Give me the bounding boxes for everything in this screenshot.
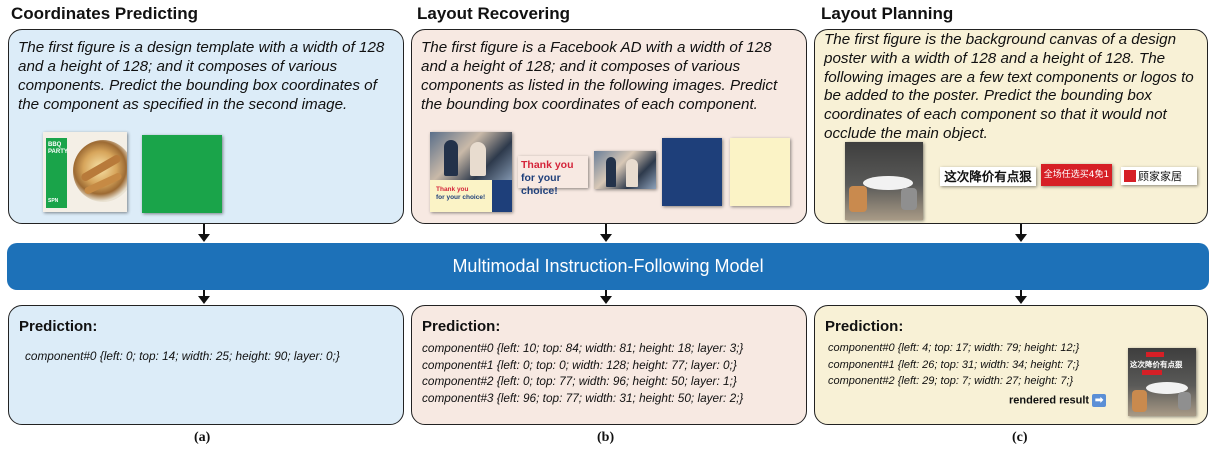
panel-a-input-box: The first figure is a design template wi… bbox=[8, 29, 404, 224]
rendered-logo-mark bbox=[1146, 352, 1164, 357]
panel-a-prediction-title: Prediction: bbox=[19, 318, 98, 335]
green-component-image bbox=[142, 135, 222, 213]
rendered-table-top bbox=[1146, 382, 1188, 394]
component-text-line-1: Thank you bbox=[521, 159, 574, 171]
panel-b-title: Layout Recovering bbox=[417, 4, 571, 23]
text-component-2-image: 全场任选买4免1 bbox=[1041, 164, 1112, 186]
green-side-strip: BBQ PARTY SPN bbox=[46, 138, 68, 208]
panel-c-sublabel: (c) bbox=[1012, 430, 1028, 445]
logo-component-image: 顾家家居 bbox=[1121, 167, 1197, 185]
bbq-template-image: BBQ PARTY SPN bbox=[43, 132, 127, 212]
rendered-result-image: 这次降价有点狠 bbox=[1128, 348, 1196, 416]
cream-component-image bbox=[730, 138, 790, 206]
rendered-chair-right bbox=[1178, 392, 1191, 410]
text-component-1-image: 这次降价有点狠 bbox=[940, 167, 1036, 186]
panel-b-prediction-lines: component#0 {left: 10; top: 84; width: 8… bbox=[422, 340, 743, 406]
chair-right bbox=[901, 188, 917, 210]
panel-b-sublabel: (b) bbox=[597, 430, 615, 445]
ad-text-line-1: Thank you bbox=[436, 186, 469, 193]
ad-text-line-2: for your choice! bbox=[436, 194, 486, 201]
prediction-line: component#2 {left: 0; top: 77; width: 96… bbox=[422, 374, 737, 388]
bbq-footer-text: SPN bbox=[48, 198, 59, 204]
photo-person-2 bbox=[626, 159, 638, 187]
ad-person-2 bbox=[470, 142, 486, 176]
model-label: Multimodal Instruction-Following Model bbox=[452, 256, 764, 276]
panel-a-sublabel: (a) bbox=[194, 430, 211, 445]
prediction-line: component#0 {left: 4; top: 17; width: 79… bbox=[828, 342, 1080, 354]
prediction-line: component#1 {left: 0; top: 0; width: 128… bbox=[422, 357, 737, 372]
prediction-line: component#0 {left: 10; top: 84; width: 8… bbox=[422, 341, 744, 355]
panel-a-prompt: The first figure is a design template wi… bbox=[18, 39, 385, 113]
panel-b-prediction-title: Prediction: bbox=[422, 318, 501, 335]
background-canvas-image bbox=[845, 142, 923, 220]
photo-component-image bbox=[594, 151, 656, 189]
panel-c-prediction-lines: component#0 {left: 4; top: 17; width: 79… bbox=[828, 340, 1079, 390]
chair-left bbox=[849, 186, 867, 212]
photo-person-1 bbox=[606, 157, 616, 187]
panel-c-input-box: The first figure is the background canva… bbox=[814, 29, 1208, 224]
rendered-text-component: 这次降价有点狠 bbox=[1130, 360, 1183, 369]
bbq-title-text: BBQ PARTY bbox=[48, 142, 68, 155]
panel-a-prediction-lines: component#0 {left: 0; top: 14; width: 25… bbox=[25, 348, 340, 365]
ad-thank-you-text: Thank you for your choice! bbox=[436, 186, 485, 202]
thank-you-component-image: Thank you for your choice! bbox=[518, 156, 588, 197]
table-top bbox=[863, 176, 913, 190]
navy-component-image bbox=[662, 138, 722, 206]
panel-c-title: Layout Planning bbox=[821, 4, 954, 23]
panel-b-prediction-box: Prediction: component#0 {left: 10; top: … bbox=[411, 305, 807, 425]
panel-c-prediction-title: Prediction: bbox=[825, 318, 904, 335]
ad-navy-block bbox=[492, 180, 512, 212]
rendered-red-label bbox=[1142, 370, 1162, 375]
arrow-right-icon: ➡ bbox=[1092, 394, 1107, 407]
panel-b-prompt: The first figure is a Facebook AD with a… bbox=[421, 39, 778, 113]
rendered-result-label: rendered result ➡ bbox=[1009, 394, 1107, 407]
prediction-line: component#0 {left: 0; top: 14; width: 25… bbox=[25, 349, 340, 363]
ad-person-1 bbox=[444, 140, 458, 176]
panel-b-input-box: The first figure is a Facebook AD with a… bbox=[411, 29, 807, 224]
component-text-line-2: for your choice! bbox=[521, 172, 561, 197]
prediction-line: component#3 {left: 96; top: 77; width: 3… bbox=[422, 390, 744, 405]
logo-red-mark bbox=[1124, 170, 1136, 182]
rendered-result-text: rendered result bbox=[1009, 394, 1090, 407]
prediction-line: component#1 {left: 26; top: 31; width: 3… bbox=[828, 358, 1080, 371]
panel-a-title: Coordinates Predicting bbox=[11, 4, 199, 23]
panel-c-prediction-box: Prediction: component#0 {left: 4; top: 1… bbox=[814, 305, 1208, 425]
rendered-chair-left bbox=[1132, 390, 1147, 412]
panel-a-prediction-box: Prediction: component#0 {left: 0; top: 1… bbox=[8, 305, 404, 425]
multimodal-model-bar: Multimodal Instruction-Following Model bbox=[7, 243, 1209, 290]
logo-text: 顾家家居 bbox=[1138, 170, 1182, 183]
facebook-ad-image: Thank you for your choice! bbox=[430, 132, 512, 212]
prediction-line: component#2 {left: 29; top: 7; width: 27… bbox=[828, 375, 1074, 387]
panel-c-prompt: The first figure is the background canva… bbox=[824, 31, 1194, 142]
